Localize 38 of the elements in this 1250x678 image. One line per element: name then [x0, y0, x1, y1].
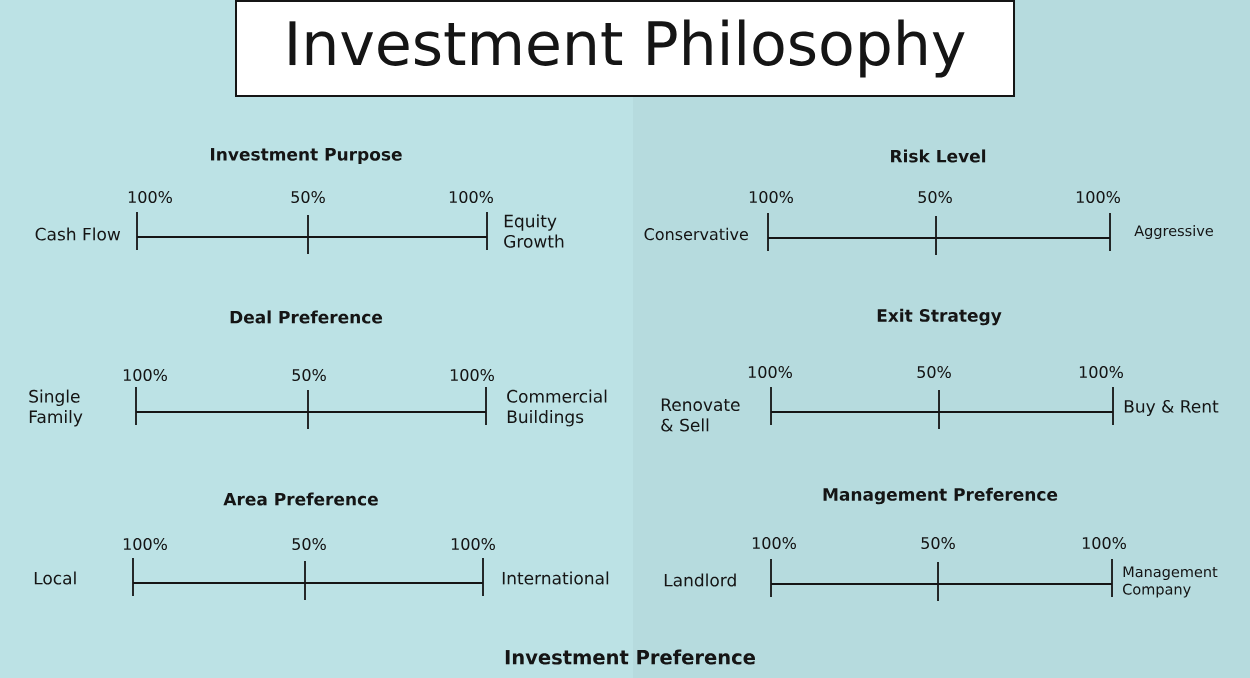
scale-end-label: International — [502, 571, 609, 585]
scale-end-label: Local — [34, 571, 76, 585]
scale-title: Area Preference — [223, 492, 378, 506]
tick-label: 100% — [123, 368, 167, 382]
scale-end-label: Management Company — [1123, 566, 1218, 598]
tick-label: 50% — [921, 536, 955, 550]
tick-label: 100% — [752, 536, 796, 550]
tick-label: 100% — [1079, 365, 1123, 379]
tick-label: 50% — [917, 365, 951, 379]
scale-end-label: Equity Growth — [504, 214, 564, 248]
scale-end-label: Aggressive — [1134, 225, 1213, 239]
tick-label: 100% — [748, 365, 792, 379]
scale-end-label: Buy & Rent — [1124, 399, 1219, 417]
tick-label: 100% — [450, 368, 494, 382]
tick-label: 100% — [128, 190, 172, 204]
scale-title: Management Preference — [823, 487, 1058, 505]
tick-label: 50% — [291, 190, 325, 204]
scale-end-label: Commercial Buildings — [507, 389, 607, 427]
tick-label: 50% — [292, 537, 326, 551]
scale-end-label: Landlord — [664, 573, 736, 587]
tick-label: 100% — [451, 537, 495, 551]
scale-end-label: Cash Flow — [35, 227, 121, 241]
tick-label: 100% — [449, 190, 493, 204]
tick-label: 100% — [1082, 536, 1126, 550]
scale-end-label: Conservative — [644, 227, 748, 241]
tick-label: 100% — [1076, 190, 1120, 204]
scale-end-label: Renovate & Sell — [661, 398, 740, 432]
scale-end-label: Single Family — [29, 389, 83, 427]
scale-title: Deal Preference — [230, 310, 383, 324]
caption: Investment Preference — [505, 649, 755, 665]
tick-label: 100% — [749, 190, 793, 204]
scale-title: Exit Strategy — [877, 308, 1002, 326]
scale-title: Risk Level — [891, 149, 986, 163]
scale-title: Investment Purpose — [211, 148, 402, 164]
tick-label: 50% — [292, 368, 326, 382]
tick-label: 50% — [918, 190, 952, 204]
tick-label: 100% — [123, 537, 167, 551]
title-box: Investment Philosophy — [235, 0, 1015, 97]
